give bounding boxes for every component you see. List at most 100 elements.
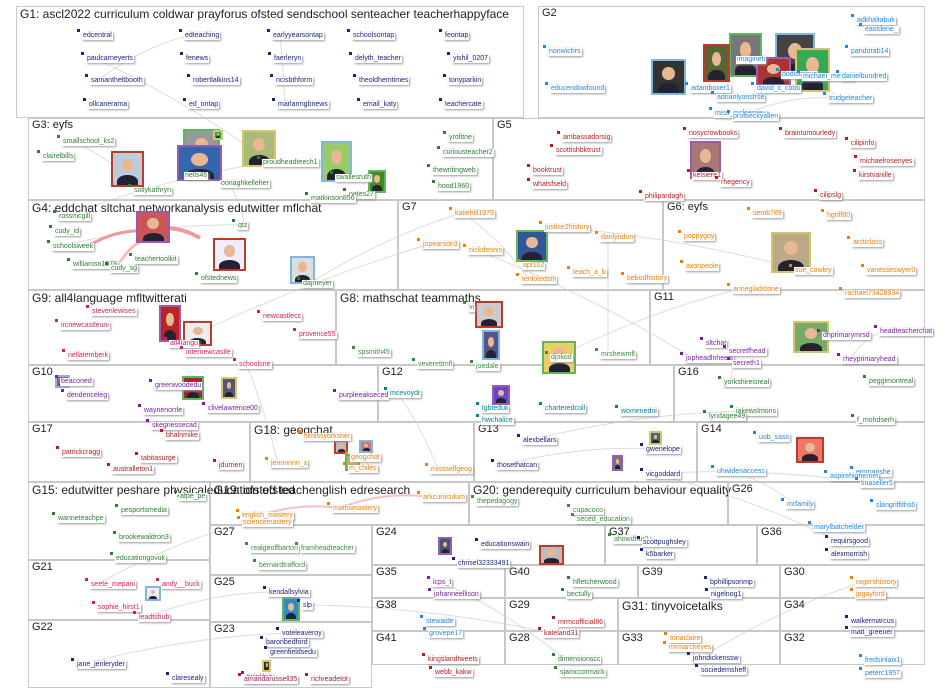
node-sciencemastery[interactable]: sciencemastery	[242, 519, 293, 527]
node-internewcastle[interactable]: internewcastle	[185, 349, 232, 357]
node-eastdene-[interactable]: eastdene_	[864, 26, 899, 34]
node-jennnnnn-x[interactable]: jennnnnn_x	[270, 460, 308, 468]
node-paulcarneyerts[interactable]: paulcarneyerts	[86, 55, 134, 63]
node-peggimontreal[interactable]: peggimontreal	[868, 378, 914, 386]
user-avatar[interactable]	[612, 455, 623, 471]
node-faerleryn[interactable]: faerleryn	[273, 55, 302, 63]
node-dendenceleg[interactable]: dendenceleg	[66, 392, 108, 400]
node-chrisel32333491[interactable]: chrisel32333491	[457, 560, 510, 568]
node-vi[interactable]: vi	[468, 304, 475, 312]
node-headteacherchat[interactable]: headteacherchat	[879, 328, 933, 336]
node-tabitasurge[interactable]: tabitasurge	[140, 455, 177, 463]
node-arkcurriculum[interactable]: arkcurriculum	[422, 494, 466, 502]
node-slp[interactable]: slp	[302, 602, 313, 610]
node-beaconed[interactable]: beaconed	[60, 378, 93, 386]
node-kirstvanille[interactable]: kirstvanille	[858, 172, 893, 180]
node-feontap[interactable]: feontap	[444, 32, 469, 40]
node-thewritingweb[interactable]: thewritingweb	[432, 167, 477, 175]
node-nigelnog1[interactable]: nigelnog1	[710, 591, 742, 599]
node-bebodhistory[interactable]: bebodhistory	[626, 275, 668, 283]
node-realgeoffbarton[interactable]: realgeoffbarton	[250, 545, 299, 553]
node-ofstednews[interactable]: ofstednews	[200, 275, 237, 283]
node-djokod[interactable]: djokod	[550, 354, 573, 362]
node-sociedemsheff[interactable]: sociedemsheff	[700, 667, 747, 675]
node-yorkshireisreal[interactable]: yorkshireisreal	[723, 379, 770, 387]
node-patrickcragg[interactable]: patrickcragg	[61, 449, 101, 457]
node-vanesseswyer0[interactable]: vanesseswyer0	[866, 267, 916, 275]
node-oonaghkelleher[interactable]: oonaghkelleher	[220, 180, 270, 188]
node-danielbundred[interactable]: danielbundred	[841, 73, 887, 81]
node-schoolsontap[interactable]: schoolsontap	[352, 32, 395, 40]
node-sjamccormack[interactable]: sjamccormack	[559, 669, 606, 677]
user-avatar[interactable]	[262, 660, 271, 672]
node-samantheltbooth[interactable]: samantheltbooth	[90, 77, 144, 85]
node-lyndagee49[interactable]: lyndagee49	[708, 413, 746, 421]
node-veverettmfl[interactable]: veverettmfl	[417, 361, 453, 369]
user-avatar[interactable]	[703, 44, 730, 82]
node-schoolsweek[interactable]: schoolsweek	[52, 243, 94, 251]
user-avatar[interactable]	[796, 437, 824, 463]
node-lgbteduk[interactable]: lgbteduk	[481, 405, 509, 413]
node-stewalde[interactable]: stewalde	[425, 618, 455, 626]
node-booktrust[interactable]: booktrust	[532, 167, 563, 175]
node-teachercate[interactable]: teachercate	[444, 101, 483, 109]
node-dajmeyer[interactable]: dajmeyer	[302, 280, 333, 288]
user-avatar[interactable]	[136, 211, 170, 243]
node-kateland31[interactable]: kateland31	[543, 630, 579, 638]
node-justice2history[interactable]: justice2history	[544, 224, 590, 232]
node-thosethatcan[interactable]: thosethatcan	[496, 462, 538, 470]
node-waynenorrle[interactable]: waynenorrle	[143, 407, 183, 415]
node-amandarussell35[interactable]: amandarussell35	[243, 676, 298, 684]
node-braintumourledy[interactable]: braintumourledy	[784, 130, 836, 138]
node-purpleeakseced[interactable]: purpleeakseced	[338, 392, 389, 400]
node-dhprimarymrsd[interactable]: dhprimarymrsd	[822, 332, 871, 340]
node-adrianlyonsfrse[interactable]: adrianlyonsfrse	[716, 94, 765, 102]
node-vicgoddard[interactable]: vicgoddard	[645, 471, 681, 479]
node-alexmorrish[interactable]: alexmorrish	[830, 551, 868, 559]
node-tonyparkin[interactable]: tonyparkin	[448, 77, 482, 85]
node-edcentral[interactable]: edcentral	[82, 32, 113, 40]
node-mathsmastery[interactable]: mathsmastery	[332, 505, 378, 513]
node-rogershistory[interactable]: rogershistory	[855, 579, 897, 587]
node-clairelbills[interactable]: clairelbills	[42, 153, 74, 161]
node-hgriff80[interactable]: hgriff80	[826, 212, 851, 220]
node-brookewaldron3[interactable]: brookewaldron3	[118, 534, 170, 542]
node-bernardtrafford[interactable]: bernardtrafford	[258, 562, 306, 570]
node-mrmcofficial86[interactable]: mrmcofficial86	[557, 619, 604, 627]
node-teach-a-b[interactable]: teach_a_b	[572, 269, 607, 277]
node-peterc1957[interactable]: peterc1957	[864, 670, 901, 678]
node-jopearson3[interactable]: jopearson3	[422, 241, 459, 249]
node-toriaclaire[interactable]: toriaclaire	[669, 635, 701, 643]
node-curiousteacher2[interactable]: curiousteacher2	[442, 149, 494, 157]
node-mcevoydr[interactable]: mcevoydr	[389, 390, 421, 398]
node-stevenlewises[interactable]: stevenlewises	[91, 308, 137, 316]
node-edteaching[interactable]: edteaching	[184, 32, 220, 40]
node-nells46[interactable]: nells46	[184, 172, 208, 180]
user-avatar[interactable]	[516, 230, 548, 262]
node-nellatemberk[interactable]: nellatemberk	[67, 352, 109, 360]
user-avatar[interactable]	[438, 537, 452, 555]
node-tinaseller5[interactable]: tinaseller5	[860, 480, 894, 488]
node-smallschool-ks2[interactable]: smallschool_ks2	[62, 138, 115, 146]
node-claresealy[interactable]: claresealy	[171, 675, 205, 683]
node-ambassadorsig[interactable]: ambassadorsig	[562, 134, 611, 142]
node-fllmissyorksher[interactable]: fllmissyorksher	[303, 433, 351, 441]
node-marlarmgbnews[interactable]: marlarmgbnews	[277, 101, 329, 109]
node-seced-education[interactable]: seced_education	[576, 516, 631, 524]
node-yrofitne[interactable]: yrofitne	[448, 134, 473, 142]
user-avatar[interactable]	[475, 301, 503, 328]
node-educendowfound[interactable]: educendowfound	[550, 85, 605, 93]
node-ollcanerama[interactable]: ollcanerama	[88, 101, 128, 109]
node-missselfgeog[interactable]: missselfgeog	[430, 466, 473, 474]
user-avatar[interactable]	[482, 330, 500, 360]
node-marylbatchelder[interactable]: marylbatchelder	[813, 524, 865, 532]
node-newcastlecc[interactable]: newcastlecc	[262, 313, 302, 321]
user-avatar[interactable]	[221, 377, 237, 399]
user-avatar[interactable]	[492, 385, 510, 405]
node-webb-kakw[interactable]: webb_kakw	[434, 669, 473, 677]
node-axonpeole[interactable]: axonpeole	[685, 263, 719, 271]
node-matkinson856[interactable]: matkinson856	[310, 195, 356, 203]
node-kingslandtweets[interactable]: kingslandtweets	[427, 656, 479, 664]
node-mrshewmfl[interactable]: mrshewmfl	[600, 351, 636, 359]
node-matt-greener[interactable]: matt_greener	[850, 629, 894, 637]
